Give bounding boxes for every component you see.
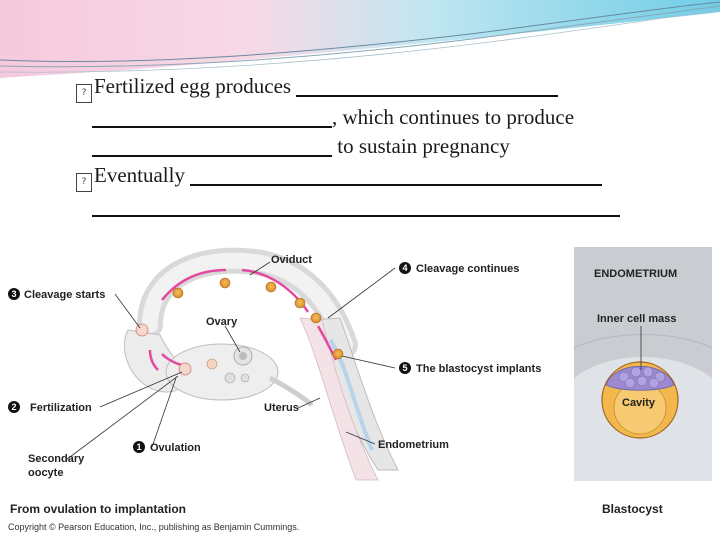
bullet-1: ?Fertilized egg produces [76, 72, 676, 103]
bullet-glyph-icon: ? [76, 84, 92, 103]
label-uterus: Uterus [264, 402, 299, 414]
fill-in-blank-3 [92, 135, 332, 157]
label-secondary-oocyte-line1: Secondary [28, 453, 85, 465]
reproductive-tract-illustration [123, 247, 399, 481]
label-oviduct: Oviduct [271, 254, 312, 266]
copyright-notice: Copyright © Pearson Education, Inc., pub… [8, 522, 299, 532]
bullet-2-text: Eventually [94, 163, 185, 187]
label-cleavage-starts: Cleavage starts [24, 289, 105, 301]
svg-text:3: 3 [11, 289, 16, 299]
label-ovulation: Ovulation [150, 442, 201, 454]
svg-text:5: 5 [402, 363, 407, 373]
bullet-2: ?Eventually [76, 161, 676, 192]
svg-text:1: 1 [136, 442, 141, 452]
svg-text:2: 2 [11, 402, 16, 412]
bullet-1-continuation-a: , which continues to produce [76, 103, 676, 132]
label-endometrium: Endometrium [378, 439, 449, 451]
inset-inner-cell-mass-label: Inner cell mass [597, 313, 677, 325]
bullet-glyph-icon: ? [76, 173, 92, 192]
label-ovary: Ovary [206, 316, 238, 328]
step-badge-5: 5 [399, 362, 411, 374]
inset-cavity-label: Cavity [622, 397, 656, 409]
bullet-1-text-3: to sustain pregnancy [337, 134, 510, 158]
figure-caption: From ovulation to implantation [10, 502, 186, 516]
step-badge-4: 4 [399, 262, 411, 274]
fill-in-blank-4 [190, 164, 603, 186]
svg-text:4: 4 [402, 263, 407, 273]
slide-bullets: ?Fertilized egg produces , which continu… [76, 72, 676, 221]
bullet-2-continuation [76, 192, 676, 221]
bullet-1-continuation-b: to sustain pregnancy [76, 132, 676, 161]
step-badge-2: 2 [8, 401, 20, 413]
label-fertilization: Fertilization [30, 402, 92, 414]
blastocyst-inset: ENDOMETRIUM Inner cell mass Cavity [573, 247, 713, 481]
label-cleavage-continues: Cleavage continues [416, 263, 519, 275]
bullet-1-text-2: , which continues to produce [332, 105, 575, 129]
header-decoration [0, 0, 720, 78]
fill-in-blank-2 [92, 106, 332, 128]
label-secondary-oocyte-line2: oocyte [28, 467, 63, 479]
step-badge-1: 1 [133, 441, 145, 453]
fill-in-blank-5 [92, 195, 620, 217]
inset-caption: Blastocyst [602, 502, 663, 516]
fill-in-blank-1 [296, 75, 559, 97]
step-badge-3: 3 [8, 288, 20, 300]
inset-endometrium-label: ENDOMETRIUM [594, 268, 677, 280]
bullet-1-text: Fertilized egg produces [94, 74, 292, 98]
leader-lines [65, 261, 396, 461]
label-blastocyst-implants: The blastocyst implants [416, 363, 541, 375]
